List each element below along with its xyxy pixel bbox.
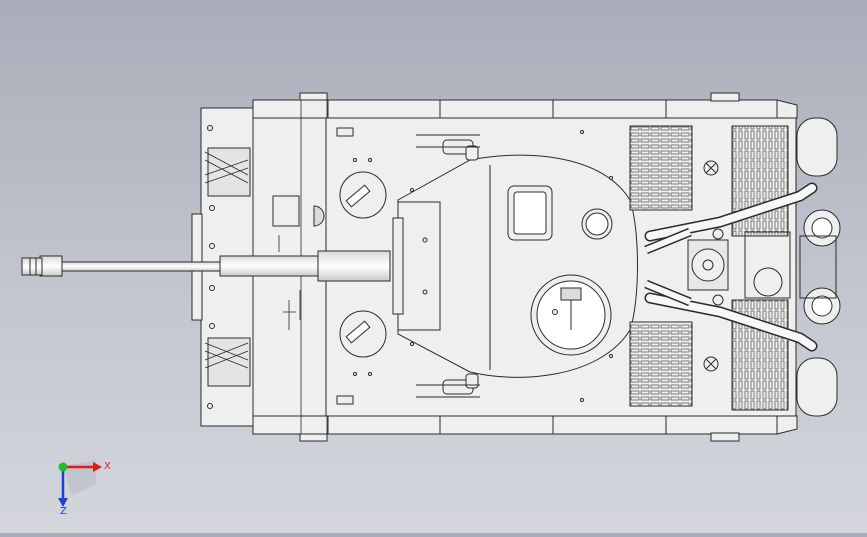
turret (397, 154, 638, 378)
deck-bolts (353, 130, 613, 402)
radio-operator-hatch (339, 310, 387, 358)
periscope-left (336, 127, 354, 137)
driver-hatch (339, 171, 387, 219)
z-axis-label: Z (60, 506, 67, 517)
main-gun-barrel (21, 250, 391, 282)
track-bottom (299, 415, 798, 442)
exhaust-pipes (644, 182, 818, 352)
rear-air-cleaners (796, 117, 841, 417)
gun-mantlet (392, 201, 441, 331)
periscope-right (336, 395, 354, 405)
x-axis-label: X (104, 461, 111, 472)
engine-deck (629, 125, 791, 411)
commander-cupola (530, 274, 612, 356)
track-top (299, 92, 798, 119)
tool-bracket-bottom (416, 373, 480, 398)
coordinate-triad: X Z (58, 460, 111, 517)
tool-bracket-top (416, 134, 480, 161)
